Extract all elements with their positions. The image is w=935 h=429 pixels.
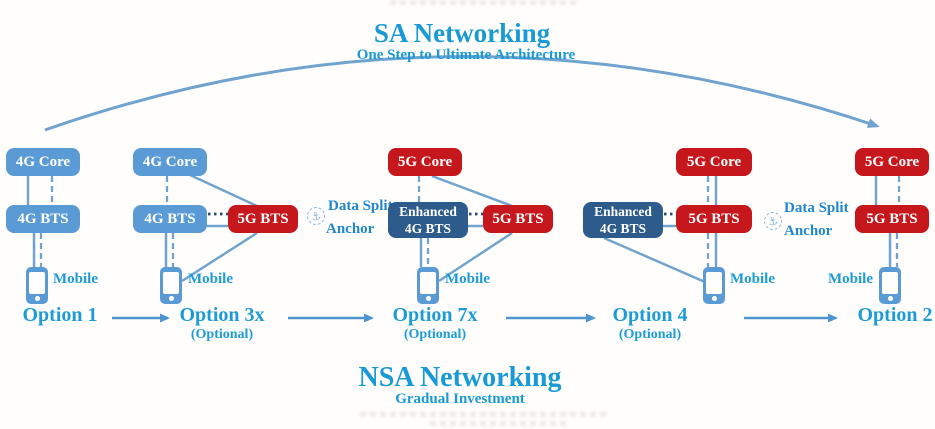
node-5g-bts: 5G BTS (676, 205, 752, 233)
node-4g-bts: 4G BTS (6, 205, 80, 233)
sa-networking-subtitle: One Step to Ultimate Architecture (356, 47, 576, 63)
data-split-label: Data Split (784, 200, 849, 216)
option-7x-label: Option 7x (392, 304, 478, 326)
node-4g-core: 4G Core (133, 148, 207, 176)
mobile-label: Mobile (445, 271, 490, 287)
option-7x-optional-label: (Optional) (403, 327, 467, 342)
node-4g-bts: 4G BTS (133, 205, 207, 233)
option-3x-optional-label: (Optional) (190, 327, 254, 342)
phone-home-button (711, 296, 717, 301)
option-2-label: Option 2 (857, 304, 933, 326)
enhanced-line2: 4G BTS (599, 220, 647, 236)
node-4g-core: 4G Core (6, 148, 80, 176)
cropped-text-artifact (390, 0, 580, 5)
enhanced-line1: Enhanced (399, 204, 457, 219)
mobile-phone-icon (879, 267, 901, 304)
node-5g-core: 5G Core (676, 148, 752, 176)
mobile-label: Mobile (730, 271, 775, 287)
enhanced-line1: Enhanced (594, 204, 652, 219)
option-1-label: Option 1 (22, 304, 98, 326)
mobile-phone-icon (417, 267, 439, 304)
anchor-label: Anchor (326, 221, 375, 237)
node-5g-core: 5G Core (388, 148, 462, 176)
phone-home-button (887, 296, 893, 301)
node-5g-bts: 5G BTS (483, 205, 553, 233)
phone-home-button (34, 296, 40, 301)
sa-networking-title: SA Networking (373, 18, 551, 48)
phone-home-button (168, 296, 174, 301)
nsa-networking-title: NSA Networking (358, 362, 562, 393)
option-4-label: Option 4 (612, 304, 688, 326)
phone-screen (882, 272, 898, 294)
phone-screen (420, 272, 436, 294)
data-split-label: Data Split (328, 198, 393, 214)
enhanced-line2: 4G BTS (404, 220, 452, 236)
node-enhanced-4g-bts: Enhanced 4G BTS (583, 202, 663, 238)
sa-evolution-arrow (44, 55, 880, 132)
phone-screen (163, 272, 179, 294)
anchor-label: Anchor (784, 223, 833, 239)
mobile-phone-icon (26, 267, 48, 304)
phone-home-button (425, 296, 431, 301)
mobile-phone-icon (160, 267, 182, 304)
cropped-text-artifact (430, 421, 570, 426)
option-3x-label: Option 3x (179, 304, 265, 326)
option-4-optional-label: (Optional) (618, 327, 682, 342)
node-enhanced-4g-bts: Enhanced 4G BTS (388, 202, 468, 238)
node-5g-bts: 5G BTS (855, 205, 929, 233)
mobile-label: Mobile (188, 271, 233, 287)
phone-screen (29, 272, 45, 294)
mobile-phone-icon (703, 267, 725, 304)
mobile-label: Mobile (828, 271, 873, 287)
node-5g-core: 5G Core (855, 148, 929, 176)
nsa-networking-subtitle: Gradual Investment (395, 391, 525, 407)
phone-screen (706, 272, 722, 294)
cropped-text-artifact (360, 412, 610, 417)
node-5g-bts: 5G BTS (228, 205, 298, 233)
mobile-label: Mobile (53, 271, 98, 287)
